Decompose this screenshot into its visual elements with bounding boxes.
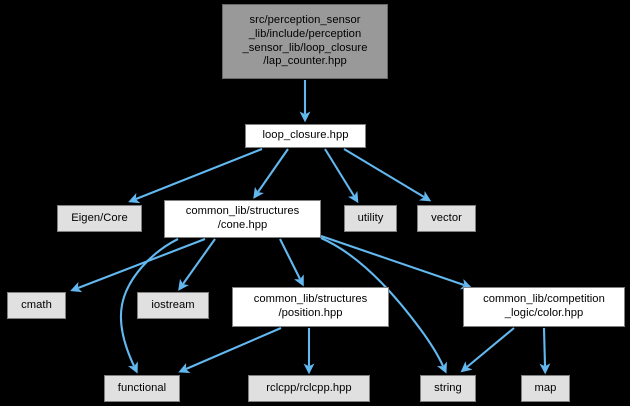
edge-position-to-functional	[178, 327, 282, 374]
edge-loop_closure-to-cone	[253, 148, 289, 199]
graph-node-position[interactable]: common_lib/structures /position.hpp	[232, 287, 389, 327]
edge-cone-to-functional	[119, 238, 179, 374]
graph-node-rclcpp[interactable]: rclcpp/rclcpp.hpp	[248, 375, 370, 402]
graph-node-label: functional	[117, 381, 167, 394]
graph-node-label: vector	[431, 211, 462, 224]
graph-node-cone[interactable]: common_lib/structures /cone.hpp	[164, 200, 321, 238]
graph-node-functional[interactable]: functional	[104, 375, 180, 402]
graph-node-label: utility	[357, 211, 384, 224]
graph-node-label: common_lib/structures /cone.hpp	[185, 205, 300, 231]
edge-loop_closure-to-utility	[324, 148, 359, 204]
edge-cone-to-iostream	[178, 238, 216, 291]
graph-node-eigen_core[interactable]: Eigen/Core	[57, 205, 142, 232]
edge-loop_closure-to-vector	[343, 148, 432, 202]
graph-node-label: cmath	[21, 298, 52, 311]
edges-group	[70, 80, 551, 375]
graph-node-label: map	[534, 381, 557, 394]
graph-node-label: string	[434, 381, 462, 394]
graph-node-map[interactable]: map	[521, 375, 570, 402]
graph-node-string[interactable]: string	[420, 375, 476, 402]
graph-node-color[interactable]: common_lib/competition _logic/color.hpp	[463, 287, 625, 327]
graph-node-label: rclcpp/rclcpp.hpp	[266, 381, 352, 394]
edge-loop_closure-to-eigen_core	[128, 148, 263, 204]
edge-color-to-string	[460, 327, 515, 373]
graph-node-iostream[interactable]: iostream	[137, 292, 209, 319]
edge-cone-to-cmath	[70, 238, 206, 293]
graph-node-label: iostream	[151, 298, 195, 311]
edge-cone-to-position	[279, 238, 304, 287]
graph-node-vector[interactable]: vector	[417, 205, 476, 232]
edge-cone-to-string	[320, 237, 447, 374]
graph-node-label: common_lib/structures /position.hpp	[253, 293, 368, 319]
edge-cone-to-color	[320, 235, 472, 290]
graph-node-label: src/perception_sensor _lib/include/perce…	[242, 14, 368, 68]
graph-node-cmath[interactable]: cmath	[7, 292, 66, 319]
graph-node-utility[interactable]: utility	[344, 205, 397, 232]
graph-node-root[interactable]: src/perception_sensor _lib/include/perce…	[222, 4, 388, 79]
graph-node-label: Eigen/Core	[71, 211, 128, 224]
graph-node-label: common_lib/competition _logic/color.hpp	[483, 293, 605, 319]
edge-color-to-map	[539, 327, 551, 375]
graph-node-label: loop_closure.hpp	[262, 129, 349, 142]
graph-node-loop_closure[interactable]: loop_closure.hpp	[245, 124, 366, 148]
